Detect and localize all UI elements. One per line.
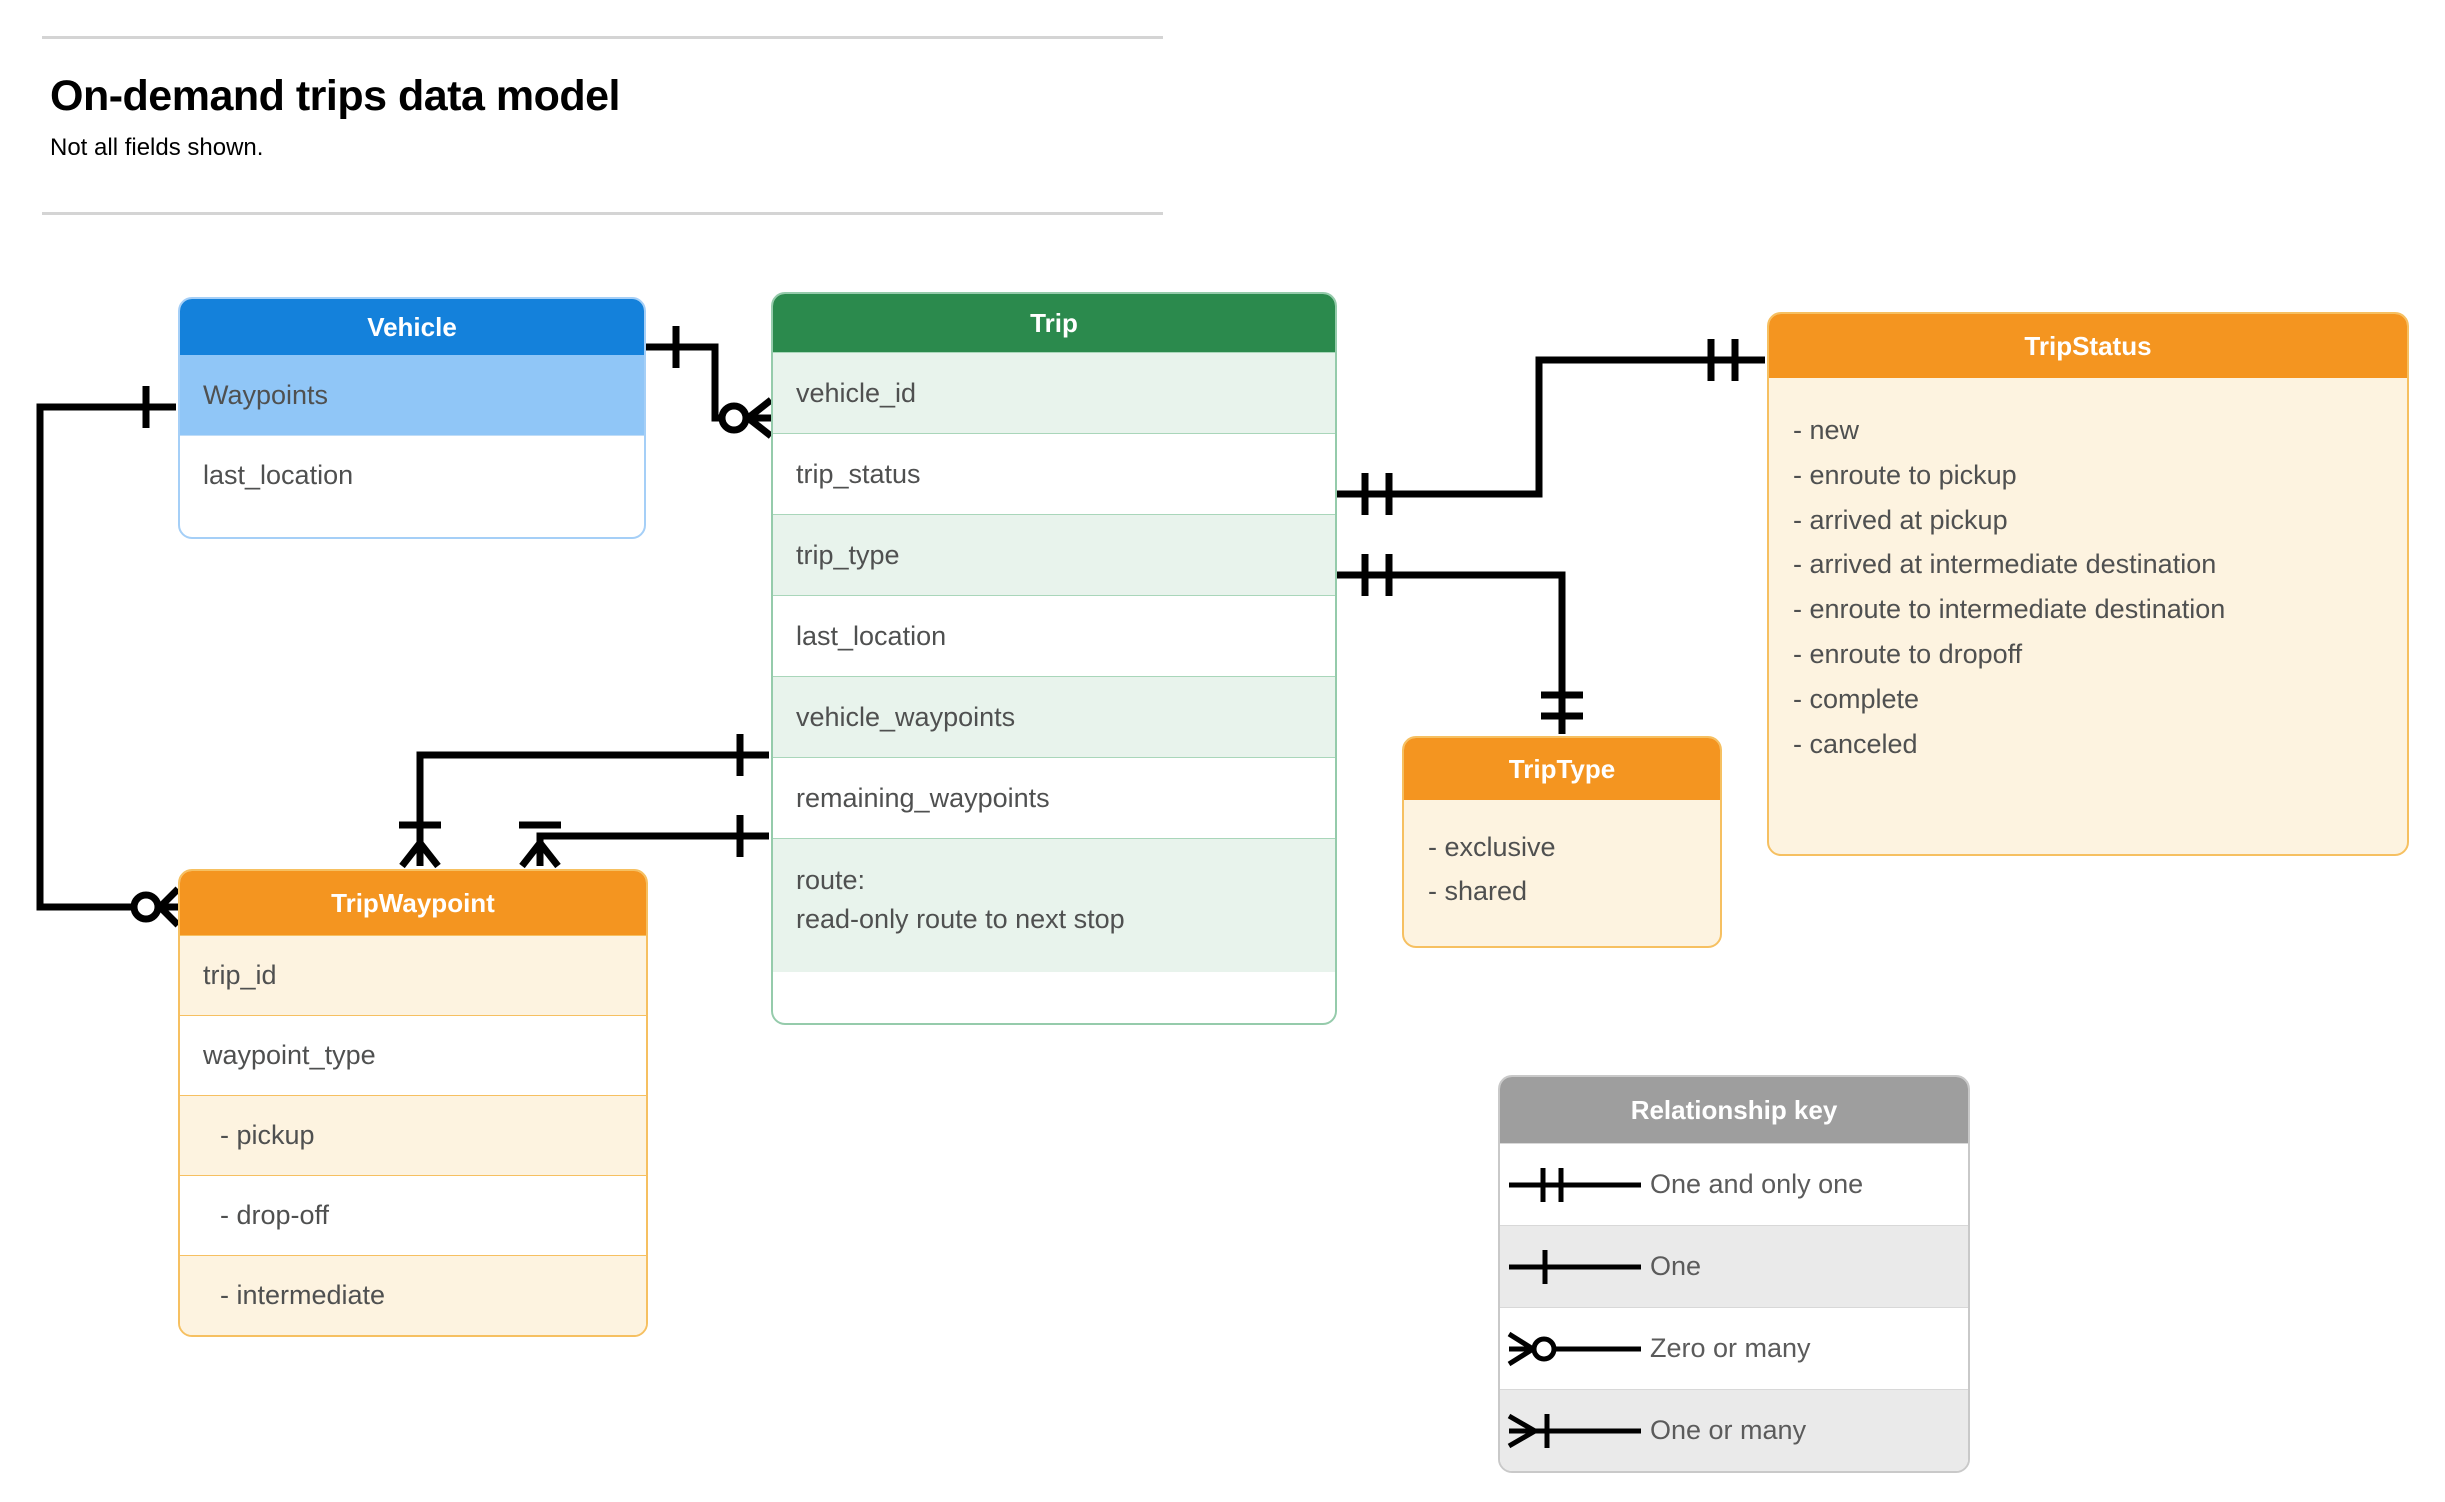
field-trip-last-location[interactable]: last_location <box>773 595 1335 676</box>
waypoint-type-value-pickup: - pickup <box>180 1095 646 1175</box>
entity-trip-status-values: - new - enroute to pickup - arrived at p… <box>1769 378 2407 787</box>
trip-status-value: - arrived at pickup <box>1793 504 2008 535</box>
entity-trip-title: Trip <box>773 294 1335 352</box>
entity-vehicle[interactable]: Vehicle Waypoints last_location <box>178 297 646 539</box>
legend-label: One <box>1650 1251 1702 1281</box>
field-trip-route-desc: read-only route to next stop <box>796 904 1125 935</box>
field-trip-route[interactable]: route: read-only route to next stop <box>773 838 1335 972</box>
header-divider-bottom <box>42 212 1163 215</box>
trip-status-value: - canceled <box>1793 728 1918 759</box>
field-vehicle-last-location[interactable]: last_location <box>180 435 644 515</box>
trip-status-value: - enroute to intermediate destination <box>1793 594 2226 625</box>
waypoint-type-value-dropoff: - drop-off <box>180 1175 646 1255</box>
page-subtitle: Not all fields shown. <box>50 134 264 161</box>
trip-type-value: - shared <box>1428 875 1528 906</box>
one-icon <box>1500 1244 1650 1290</box>
waypoint-type-value-intermediate: - intermediate <box>180 1255 646 1335</box>
trip-type-value: - exclusive <box>1428 832 1556 862</box>
legend-row-one-or-many: One or many <box>1500 1389 1968 1471</box>
trip-status-value: - enroute to pickup <box>1793 459 2017 490</box>
wire-trip-remaining-waypoints <box>536 832 769 862</box>
legend-title: Relationship key <box>1500 1077 1968 1143</box>
field-trip-vehicle-waypoints[interactable]: vehicle_waypoints <box>773 676 1335 757</box>
one-and-only-one-icon <box>1500 1162 1650 1208</box>
field-vehicle-waypoints[interactable]: Waypoints <box>180 355 644 435</box>
zero-or-many-icon <box>1500 1326 1650 1372</box>
field-trip-remaining-waypoints[interactable]: remaining_waypoints <box>773 757 1335 838</box>
header-divider-top <box>42 36 1163 39</box>
page-title: On-demand trips data model <box>50 72 620 120</box>
entity-trip[interactable]: Trip vehicle_id trip_status trip_type la… <box>771 292 1337 1025</box>
entity-trip-status-title: TripStatus <box>1769 314 2407 378</box>
field-trip-trip-type[interactable]: trip_type <box>773 514 1335 595</box>
trip-status-value: - arrived at intermediate destination <box>1793 549 2217 580</box>
wire-vehicle-to-trip <box>646 343 745 422</box>
entity-trip-type-title: TripType <box>1404 738 1720 800</box>
relationship-key-legend[interactable]: Relationship key One and only one <box>1498 1075 1970 1473</box>
wire-trip-vehicle-waypoints <box>416 751 769 862</box>
entity-trip-type[interactable]: TripType - exclusive - shared <box>1402 736 1722 948</box>
field-tripwaypoint-waypoint-type[interactable]: waypoint_type <box>180 1015 646 1095</box>
legend-label: One and only one <box>1650 1169 1864 1199</box>
entity-trip-waypoint[interactable]: TripWaypoint trip_id waypoint_type - pic… <box>178 869 648 1337</box>
field-trip-route-label: route: <box>796 865 866 895</box>
legend-row-zero-or-many: Zero or many <box>1500 1307 1968 1389</box>
trip-status-value: - complete <box>1793 683 1920 714</box>
trip-status-value: - enroute to dropoff <box>1793 639 2023 670</box>
entity-trip-status[interactable]: TripStatus - new - enroute to pickup - a… <box>1767 312 2409 856</box>
wire-trip-to-triptype <box>1337 571 1566 734</box>
legend-label: Zero or many <box>1650 1333 1811 1363</box>
field-tripwaypoint-trip-id[interactable]: trip_id <box>180 935 646 1015</box>
entity-trip-waypoint-title: TripWaypoint <box>180 871 646 935</box>
entity-vehicle-title: Vehicle <box>180 299 644 355</box>
one-or-many-icon <box>1500 1408 1650 1454</box>
entity-trip-type-values: - exclusive - shared <box>1404 800 1720 933</box>
field-trip-vehicle-id[interactable]: vehicle_id <box>773 352 1335 433</box>
field-trip-trip-status[interactable]: trip_status <box>773 433 1335 514</box>
legend-label: One or many <box>1650 1415 1807 1445</box>
legend-row-one: One <box>1500 1225 1968 1307</box>
wire-vehicle-waypoints-to-tripwaypoint <box>36 403 176 911</box>
legend-row-one-and-only-one: One and only one <box>1500 1143 1968 1225</box>
trip-status-value: - new <box>1793 415 1860 445</box>
wire-trip-to-tripstatus <box>1337 356 1765 498</box>
